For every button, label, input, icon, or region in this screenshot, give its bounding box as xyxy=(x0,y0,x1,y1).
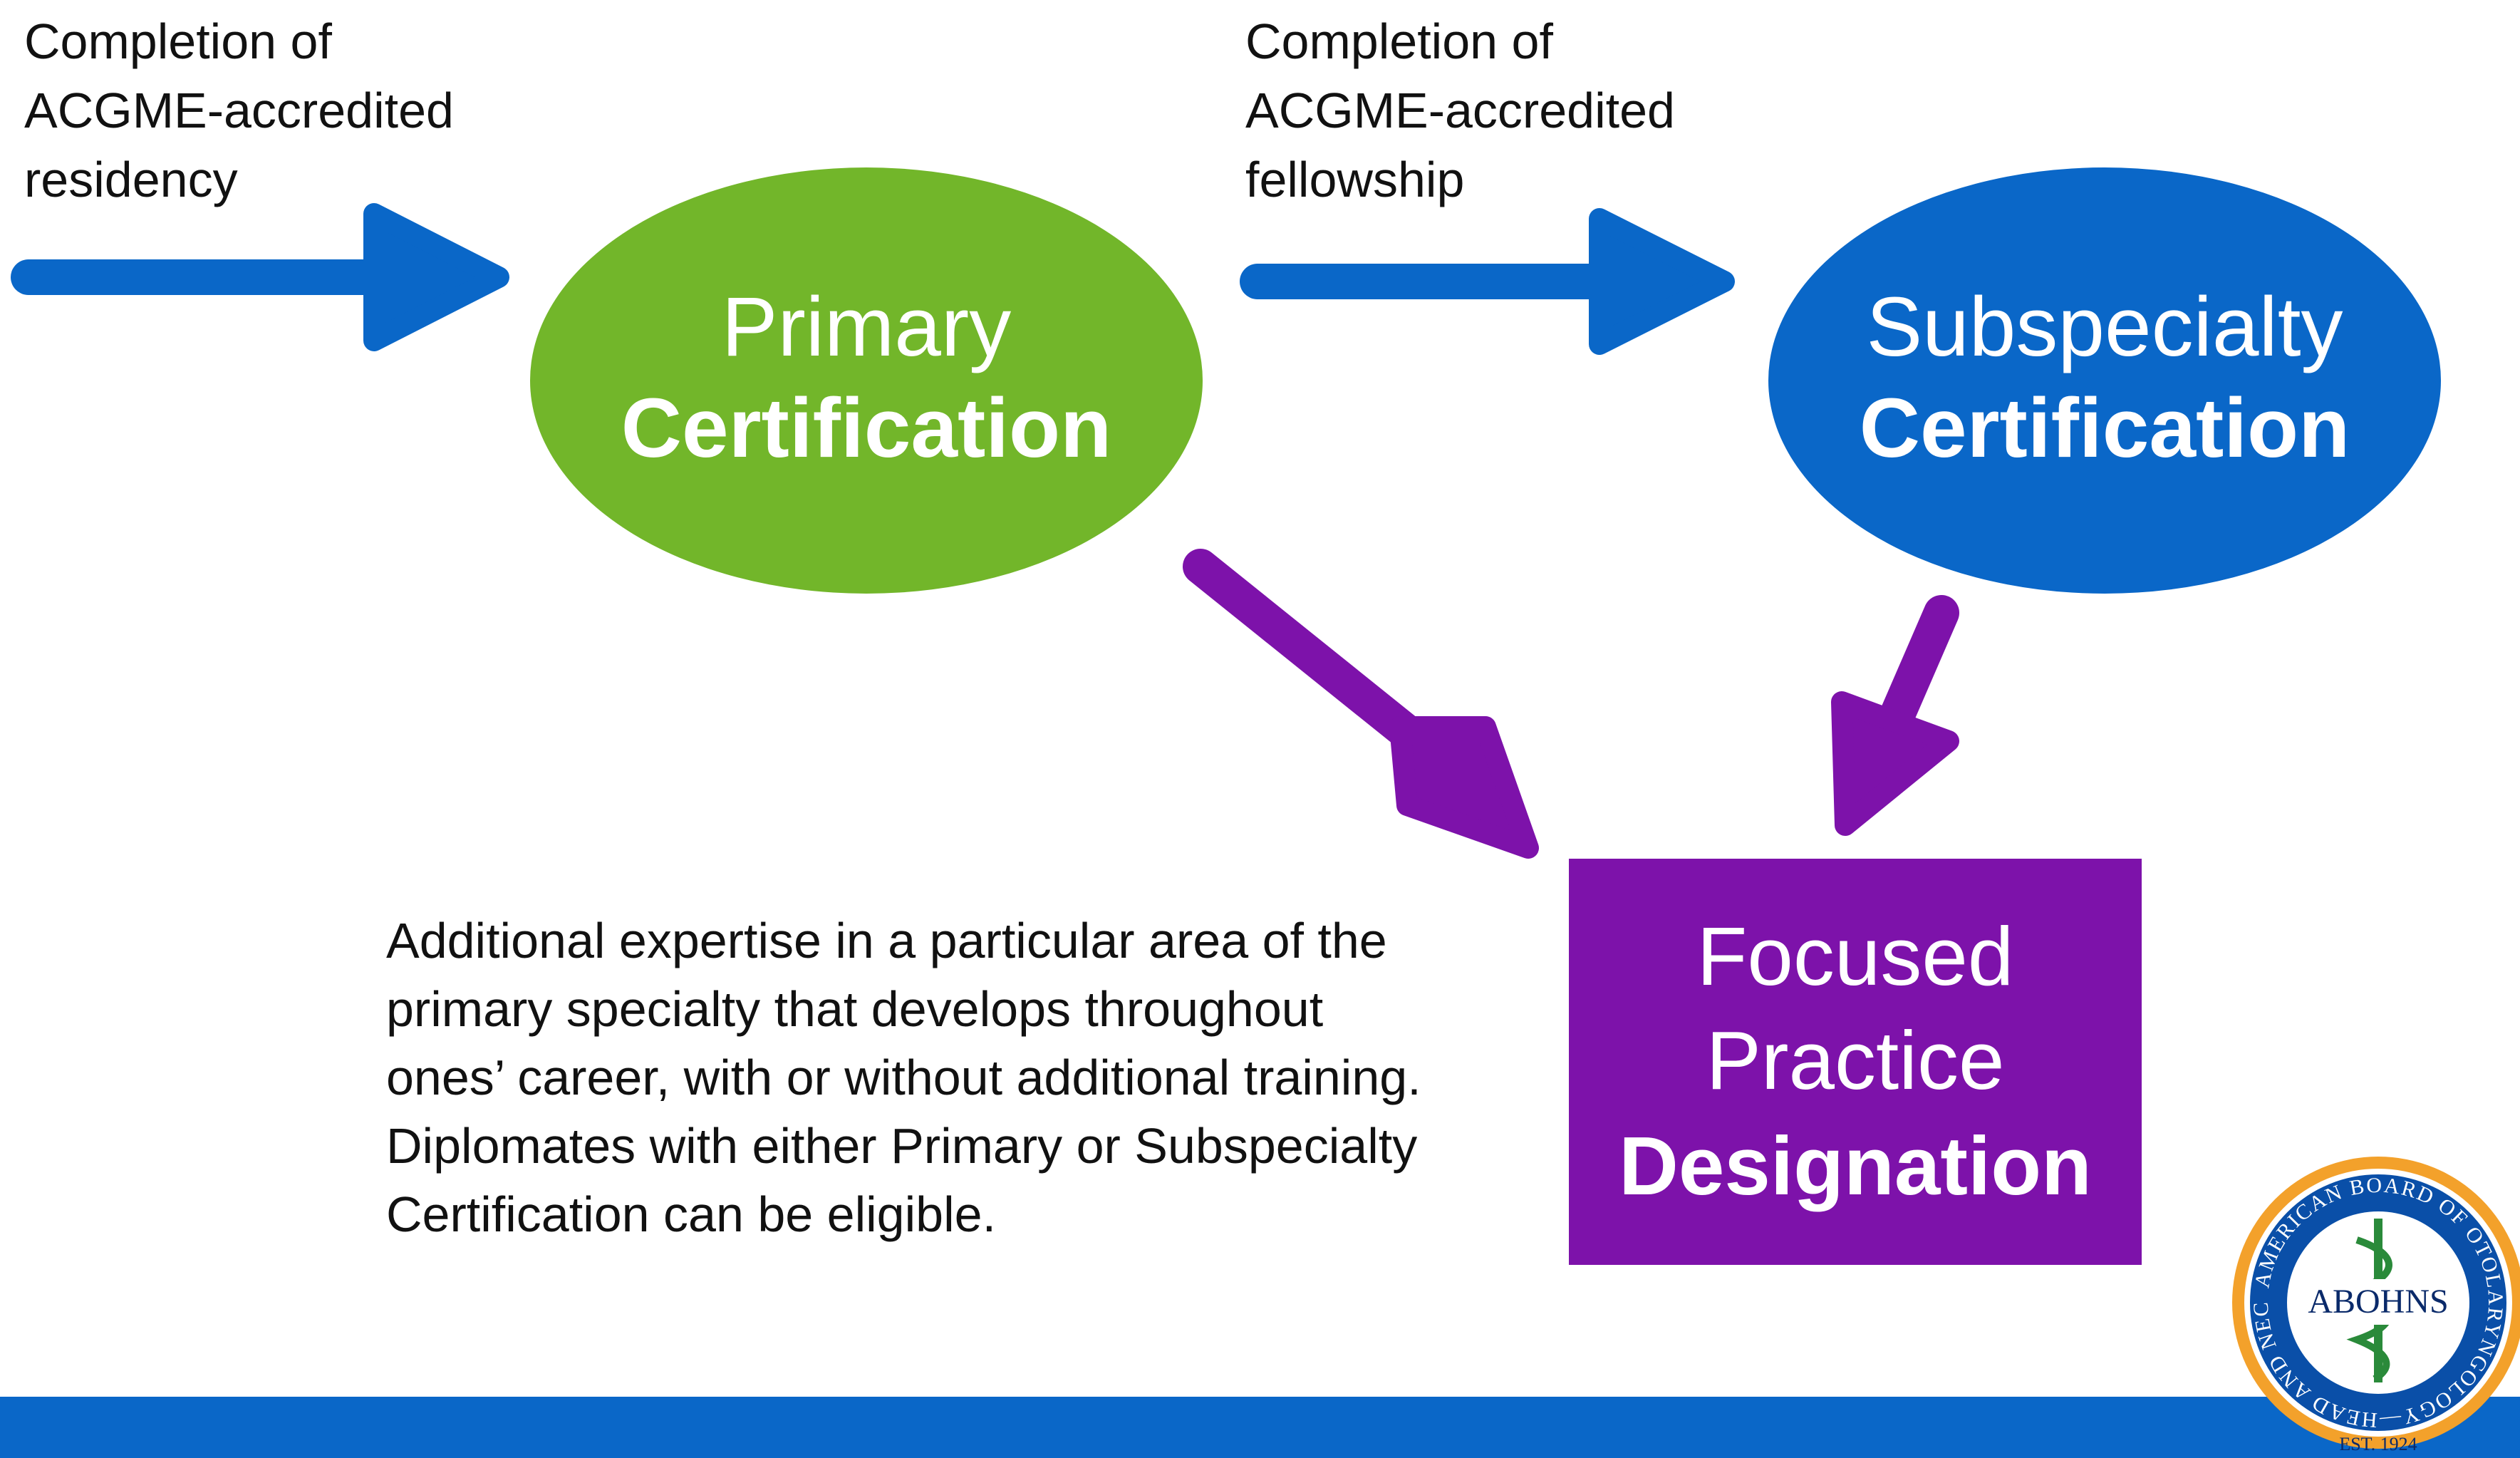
subspecialty-line1: Subspecialty xyxy=(1866,280,2343,374)
primary-certification-node: Primary Certification xyxy=(530,167,1203,594)
seal-est: EST. 1924 xyxy=(2339,1434,2417,1454)
fellowship-label-line: fellowship xyxy=(1245,152,1465,207)
focused-practice-description: Additional expertise in a particular are… xyxy=(386,906,1421,1248)
description-line: Certification can be eligible. xyxy=(386,1186,997,1242)
focused-line2: Practice xyxy=(1706,1014,2005,1107)
residency-label: Completion of ACGME-accredited residency xyxy=(24,7,454,214)
subspecialty-line2: Certification xyxy=(1859,381,2350,475)
description-line: Diplomates with either Primary or Subspe… xyxy=(386,1118,1418,1174)
residency-label-line: ACGME-accredited xyxy=(24,83,454,138)
arrow-residency-to-primary xyxy=(11,203,509,351)
description-line: primary specialty that develops througho… xyxy=(386,981,1324,1037)
abohns-seal-logo: AMERICAN BOARD OF OTOLARYNGOLOGY—HEAD AN… xyxy=(2229,1147,2520,1454)
focused-line3: Designation xyxy=(1619,1120,2092,1212)
arrow-subspecialty-to-focused xyxy=(1831,595,1959,836)
description-line: ones’ career, with or without additional… xyxy=(386,1050,1421,1105)
footer-bar xyxy=(0,1397,2520,1458)
fellowship-label-line: Completion of xyxy=(1245,14,1553,69)
description-line: Additional expertise in a particular are… xyxy=(386,913,1387,968)
seal-abbr: ABOHNS xyxy=(2308,1283,2448,1320)
subspecialty-certification-node: Subspecialty Certification xyxy=(1768,167,2441,594)
focused-line1: Focused xyxy=(1696,910,2014,1003)
focused-practice-designation-node: Focused Practice Designation xyxy=(1569,859,2142,1265)
arrow-fellowship-to-subspecialty xyxy=(1240,208,1735,355)
residency-label-line: Completion of xyxy=(24,14,332,69)
residency-label-line: residency xyxy=(24,152,238,207)
primary-line1: Primary xyxy=(721,280,1012,374)
fellowship-label-line: ACGME-accredited xyxy=(1245,83,1675,138)
primary-line2: Certification xyxy=(621,381,1112,475)
arrow-primary-to-focused xyxy=(1183,549,1539,859)
fellowship-label: Completion of ACGME-accredited fellowshi… xyxy=(1245,7,1675,214)
